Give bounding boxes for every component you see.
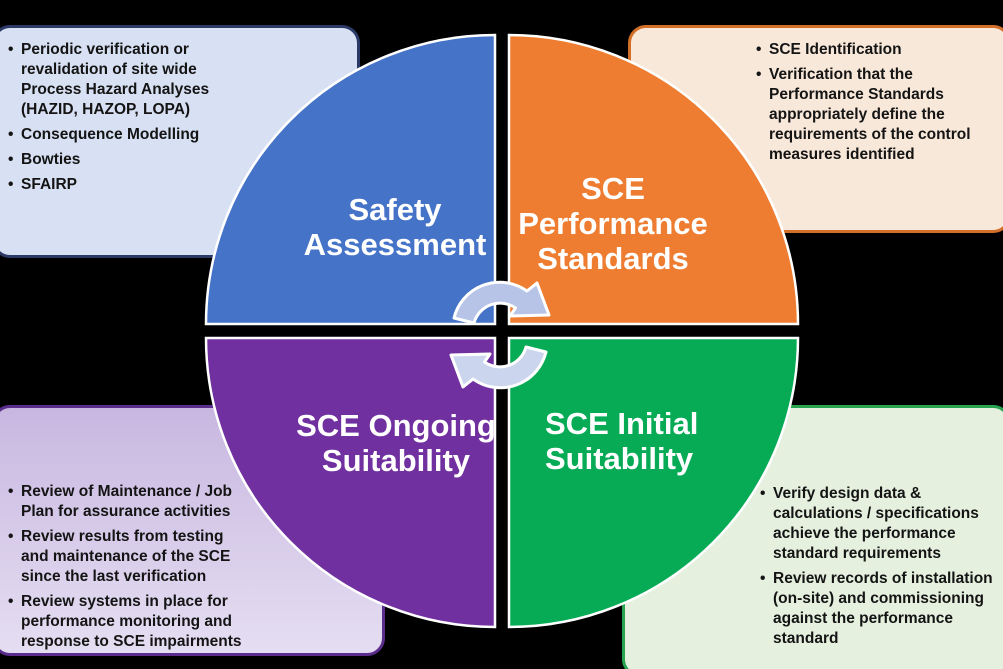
- list-item: SCE Identification: [756, 40, 1003, 60]
- quadrant-label-sce-ongoing-suitability: SCE Ongoing Suitability: [296, 408, 496, 478]
- bullet-text: SCE Identification: [769, 41, 902, 58]
- bullet-text: Verify design data & calculations / spec…: [773, 485, 979, 562]
- quadrant-label-sce-performance-standards: SCE Performance Standards: [518, 171, 708, 276]
- list-item: SFAIRP: [8, 175, 357, 195]
- list-item: Review systems in place for performance …: [8, 592, 382, 652]
- list-item: Verification that the Performance Standa…: [756, 65, 1003, 165]
- bullet-text: SFAIRP: [21, 176, 77, 193]
- quadrant-safety-assessment: [204, 33, 497, 326]
- callout-bullet-list: Periodic verification or revalidation of…: [8, 40, 357, 195]
- bullet-text: Consequence Modelling: [21, 126, 200, 143]
- bullet-text: Bowties: [21, 151, 81, 168]
- bullet-text: Review systems in place for performance …: [21, 593, 242, 650]
- callout-bullet-list: SCE Identification Verification that the…: [756, 40, 1003, 165]
- list-item: Review records of installation (on-site)…: [760, 569, 1003, 649]
- callout-bullet-list: Review of Maintenance / Job Plan for ass…: [8, 482, 382, 652]
- bullet-text: Periodic verification or revalidation of…: [21, 41, 210, 118]
- list-item: Periodic verification or revalidation of…: [8, 40, 357, 120]
- quadrant-sce-ongoing-suitability: [204, 336, 497, 629]
- list-item: Bowties: [8, 150, 357, 170]
- bullet-text: Review records of installation (on-site)…: [773, 570, 993, 647]
- bullet-text: Review of Maintenance / Job Plan for ass…: [21, 483, 233, 520]
- cycle-arrow-bottom-icon: [449, 345, 548, 390]
- cycle-arrow-top-icon: [452, 280, 551, 325]
- quadrant-sce-initial-suitability: [507, 336, 800, 629]
- bullet-text: Review results from testing and maintena…: [21, 528, 231, 585]
- quadrant-label-sce-initial-suitability: SCE Initial Suitability: [545, 406, 699, 476]
- quadrant-sce-performance-standards: [507, 33, 800, 326]
- list-item: Verify design data & calculations / spec…: [760, 484, 1003, 564]
- list-item: Review of Maintenance / Job Plan for ass…: [8, 482, 382, 522]
- list-item: Consequence Modelling: [8, 125, 357, 145]
- bullet-text: Verification that the Performance Standa…: [769, 66, 971, 163]
- callout-bullet-list: Verify design data & calculations / spec…: [760, 484, 1003, 649]
- quadrant-label-safety-assessment: Safety Assessment: [303, 192, 487, 262]
- list-item: Review results from testing and maintena…: [8, 527, 382, 587]
